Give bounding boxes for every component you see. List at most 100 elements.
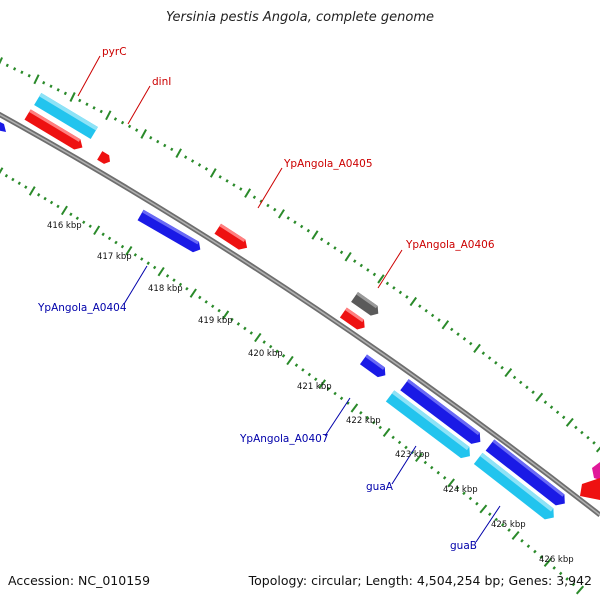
minor-tick	[397, 440, 402, 445]
minor-tick	[152, 265, 157, 270]
minor-tick	[92, 106, 96, 110]
major-tick	[60, 205, 68, 216]
minor-tick	[326, 386, 331, 391]
minor-tick	[494, 517, 498, 522]
minor-tick	[13, 67, 17, 71]
accession-text: Accession: NC_010159	[8, 573, 151, 588]
gene-red-2[interactable]	[339, 307, 368, 333]
gene-YpAngola_A0407[interactable]	[359, 354, 389, 381]
label-pyrC: pyrC	[102, 46, 127, 58]
label-guaA: guaA	[366, 481, 394, 493]
minor-tick	[392, 286, 396, 290]
major-tick	[311, 230, 319, 240]
leader-guaB	[475, 505, 501, 543]
minor-tick	[531, 390, 535, 394]
label-dinI: dinI	[152, 76, 171, 88]
minor-tick	[99, 109, 103, 114]
minor-tick	[190, 159, 195, 163]
major-tick	[254, 332, 262, 343]
major-tick	[0, 167, 4, 174]
gene-pyrC[interactable]	[34, 93, 98, 139]
minor-tick	[442, 476, 447, 480]
minor-tick	[184, 155, 188, 159]
major-tick	[565, 417, 574, 427]
gene-dinI[interactable]	[97, 151, 112, 166]
gene-YpAngola_A0405[interactable]	[214, 223, 250, 253]
minor-tick	[113, 117, 118, 121]
minor-tick	[469, 341, 473, 346]
scale-label: 421 kbp	[297, 382, 332, 392]
minor-tick	[239, 187, 243, 191]
gene-partial-red[interactable]	[580, 478, 600, 500]
minor-tick	[120, 244, 125, 249]
minor-tick	[204, 300, 208, 304]
leader-A0404	[123, 265, 148, 305]
minor-tick	[520, 539, 524, 543]
scale-label: 422 kbp	[346, 416, 381, 426]
minor-tick	[456, 332, 460, 336]
gene-guaA[interactable]	[385, 390, 474, 461]
minor-tick	[163, 143, 167, 148]
minor-tick	[82, 220, 86, 225]
minor-tick	[63, 91, 67, 96]
minor-tick	[146, 261, 150, 265]
major-tick	[318, 379, 327, 389]
gene-guaB[interactable]	[473, 452, 558, 523]
minor-tick	[156, 139, 160, 144]
outer-tick-ring	[0, 57, 600, 453]
major-tick	[575, 585, 585, 595]
minor-tick	[519, 380, 523, 385]
minor-tick	[299, 224, 304, 229]
minor-tick	[281, 354, 286, 358]
minor-tick	[391, 435, 395, 440]
scale-label: 426 kbp	[539, 555, 574, 565]
minor-tick	[365, 415, 370, 420]
minor-tick	[333, 391, 337, 396]
minor-tick	[526, 544, 531, 548]
minor-tick	[552, 566, 556, 570]
minor-tick	[204, 167, 209, 171]
minor-tick	[314, 377, 318, 382]
gene-partial-magenta[interactable]	[592, 462, 600, 480]
minor-tick	[266, 203, 270, 208]
minor-tick	[450, 327, 454, 332]
gene-YpAngola_A0404[interactable]	[137, 209, 204, 255]
major-tick	[377, 274, 385, 284]
minor-tick	[293, 220, 297, 224]
scale-label: 425 kbp	[491, 520, 526, 530]
minor-tick	[339, 250, 344, 255]
minor-tick	[140, 257, 144, 261]
minor-tick	[372, 420, 376, 425]
gene-partial-blue[interactable]	[0, 120, 6, 132]
minor-tick	[475, 501, 479, 506]
minor-tick	[127, 124, 132, 129]
minor-tick	[353, 259, 357, 263]
scale-label: 418 kbp	[148, 284, 183, 294]
major-tick	[350, 403, 359, 413]
minor-tick	[494, 361, 498, 365]
gene-YpAngola_A0406[interactable]	[351, 292, 382, 318]
major-tick	[140, 129, 147, 139]
gene-blue-long-2[interactable]	[485, 439, 569, 510]
minor-tick	[198, 295, 202, 300]
major-tick	[221, 310, 230, 320]
minor-tick	[217, 308, 221, 313]
minor-tick	[468, 496, 473, 501]
major-tick	[33, 74, 40, 85]
topology-text: Topology: circular; Length: 4,504,254 bp…	[248, 573, 592, 588]
minor-tick	[49, 84, 53, 88]
minor-tick	[418, 304, 422, 308]
gene-blue-long-1[interactable]	[400, 379, 484, 447]
minor-tick	[225, 179, 229, 183]
minor-tick	[571, 582, 576, 587]
gene-red-1[interactable]	[24, 109, 85, 152]
major-tick	[504, 367, 513, 378]
minor-tick	[286, 216, 290, 220]
minor-tick	[580, 430, 584, 435]
minor-tick	[500, 523, 505, 527]
scale-label: 424 kbp	[443, 485, 478, 495]
map-title: Yersinia pestis Angola, complete genome	[166, 10, 434, 25]
minor-tick	[574, 425, 578, 430]
major-tick	[409, 296, 418, 307]
